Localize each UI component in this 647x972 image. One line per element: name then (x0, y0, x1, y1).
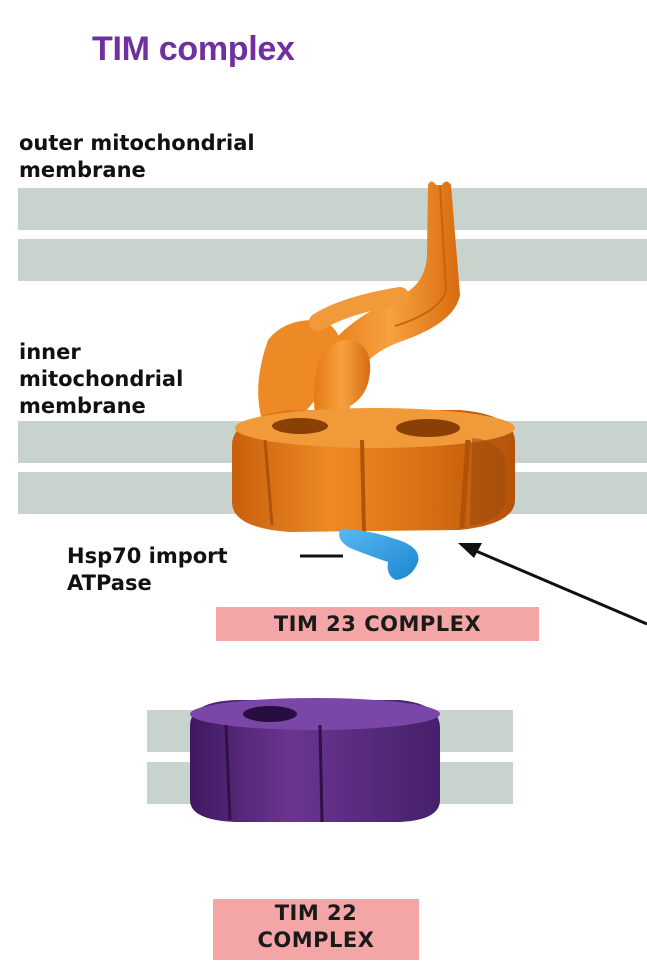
tim23-arrow (458, 543, 647, 626)
hsp70-label: Hsp70 import ATPase (67, 544, 228, 595)
tim22-barrel (190, 698, 440, 823)
tim22-complex-label: TIM 22 COMPLEX (213, 899, 419, 960)
outer-membrane (18, 188, 647, 281)
tim23-complex-label: TIM 23 COMPLEX (216, 607, 539, 641)
inner-membrane-label: inner mitochondrial membrane (19, 340, 184, 418)
tim23-barrel (232, 408, 515, 533)
page-title: TIM complex (92, 30, 295, 68)
outer-membrane-label: outer mitochondrial membrane (19, 131, 255, 182)
hsp70-atpase (339, 529, 419, 580)
